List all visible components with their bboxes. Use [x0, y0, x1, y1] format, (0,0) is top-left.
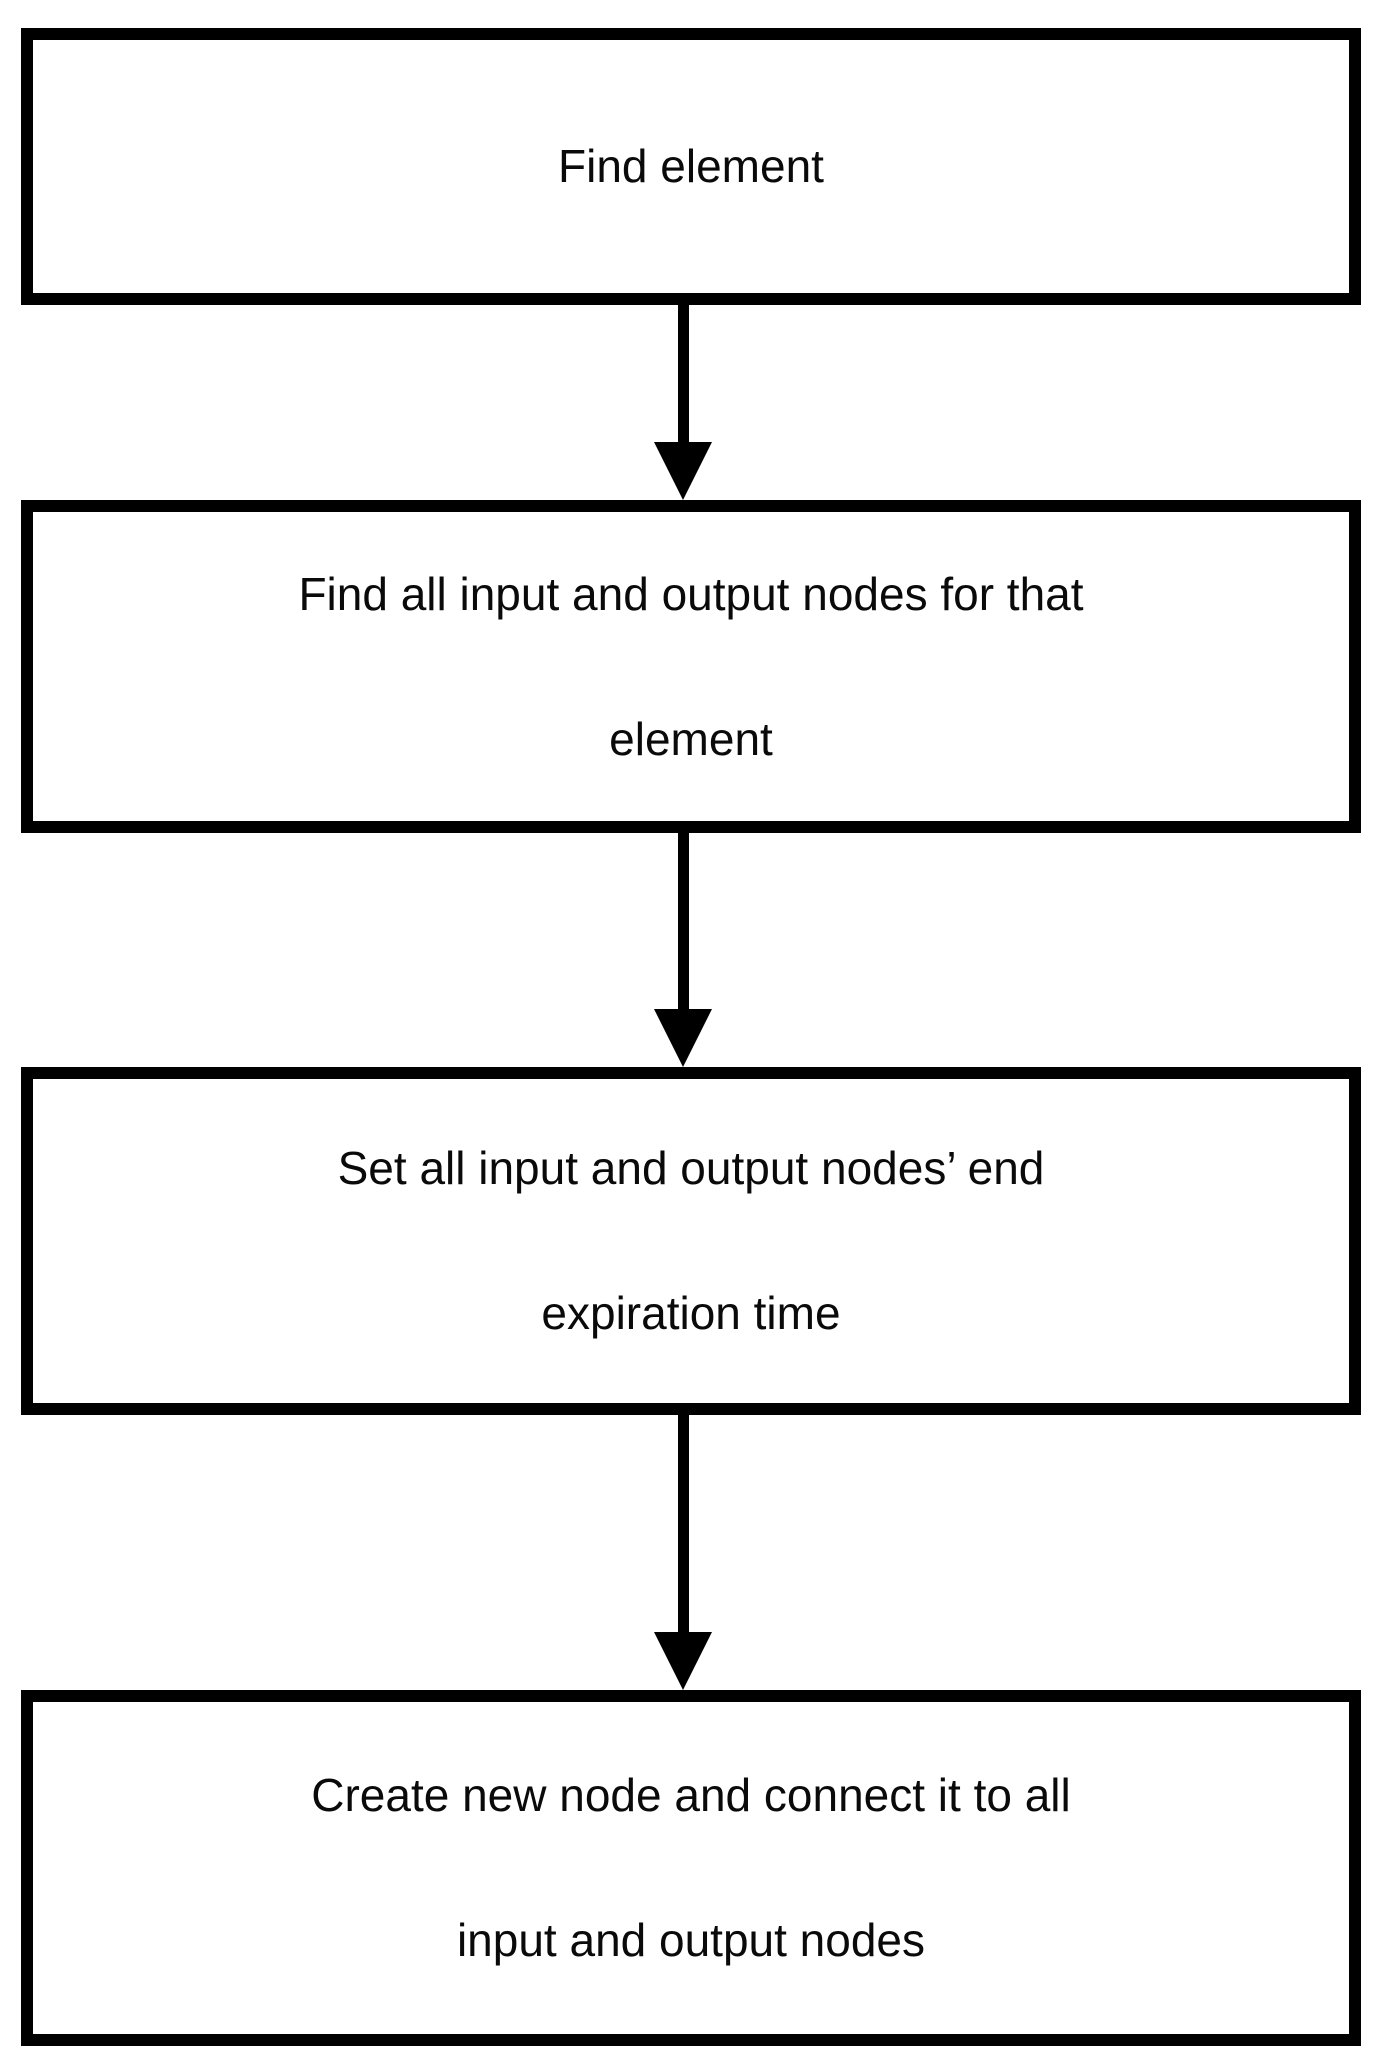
arrow-step3-to-step4 [13, 1415, 1353, 1690]
flow-step-create-node: Create new node and connect it to all in… [21, 1690, 1361, 2046]
arrow-shaft [677, 1415, 689, 1632]
arrow-shaft [677, 305, 689, 442]
flow-step-find-element: Find element [21, 28, 1361, 305]
step-label-line-1: Create new node and connect it to all [311, 1769, 1071, 1821]
step-label-line-2: expiration time [541, 1287, 841, 1339]
arrow-step1-to-step2 [13, 305, 1353, 500]
step-label-line-1: Find all input and output nodes for that [298, 567, 1084, 620]
step-label-line-1: Set all input and output nodes’ end [337, 1142, 1045, 1194]
step-label: Find element [558, 140, 824, 192]
arrowhead-down-icon [654, 442, 712, 500]
flowchart: Find element Find all input and output n… [21, 0, 1361, 2046]
arrow-step2-to-step3 [13, 833, 1353, 1067]
flow-step-set-expiration: Set all input and output nodes’ end expi… [21, 1067, 1361, 1415]
arrow-shaft [677, 833, 689, 1009]
flow-step-find-io-nodes: Find all input and output nodes for that… [21, 500, 1361, 833]
arrowhead-down-icon [654, 1009, 712, 1067]
step-label-line-2: input and output nodes [456, 1914, 926, 1966]
step-label-line-2: element [609, 712, 773, 765]
arrowhead-down-icon [654, 1632, 712, 1690]
